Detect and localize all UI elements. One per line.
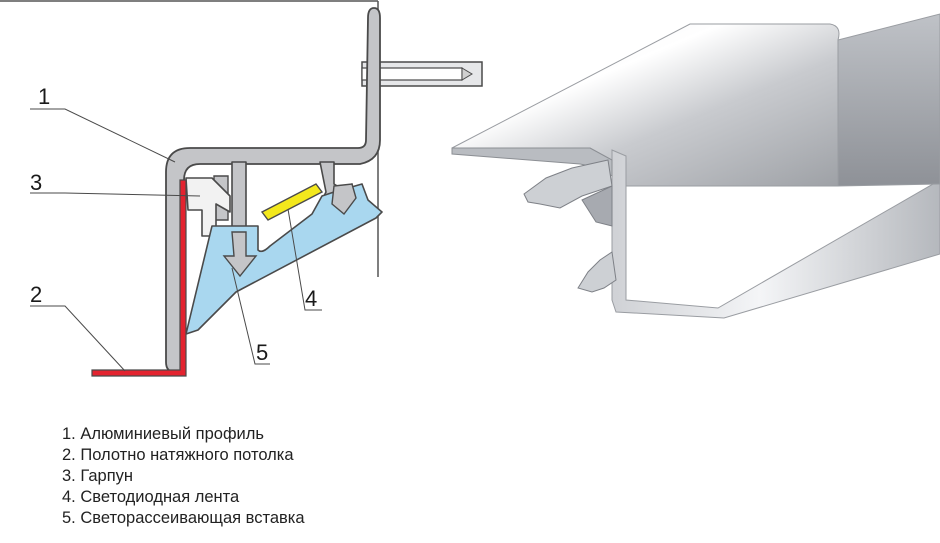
led-strip (260, 183, 324, 221)
callout-1: 1 (38, 84, 50, 109)
profile-3d-front-face (611, 149, 940, 319)
leader-1 (30, 108, 176, 163)
legend-item-led-strip: 4. Светодиодная лента (62, 488, 240, 506)
light-diffuser-insert (185, 183, 383, 335)
harpoon-insert (185, 177, 231, 237)
leader-3 (30, 192, 201, 197)
callout-4: 4 (305, 286, 317, 311)
ceiling-canvas (91, 179, 187, 377)
callout-2: 2 (30, 282, 42, 307)
legend-item-harpoon: 3. Гарпун (62, 467, 134, 485)
callout-3: 3 (30, 170, 42, 195)
profile-3d-upper-claw (523, 159, 613, 209)
legend-item-aluminium-profile: 1. Алюминиевый профиль (62, 425, 264, 443)
legend: 1. Алюминиевый профиль 2. Полотно натяжн… (62, 424, 305, 529)
profile-3d-render (451, 13, 940, 319)
legend-item-ceiling-canvas: 2. Полотно натяжного потолка (62, 446, 294, 464)
leader-2 (30, 305, 126, 372)
leader-5 (231, 267, 270, 365)
profile-3d-right-face (837, 13, 940, 187)
callout-leaders (30, 108, 322, 372)
profile-3d-groove (581, 185, 613, 227)
profile-3d-top-face (451, 23, 840, 187)
legend-item-diffuser-insert: 5. Светорассеивающая вставка (62, 509, 305, 527)
callout-5: 5 (256, 340, 268, 365)
leader-4 (287, 208, 322, 311)
dowel-fastener (361, 61, 483, 87)
profile-3d-lower-claw (577, 251, 617, 293)
